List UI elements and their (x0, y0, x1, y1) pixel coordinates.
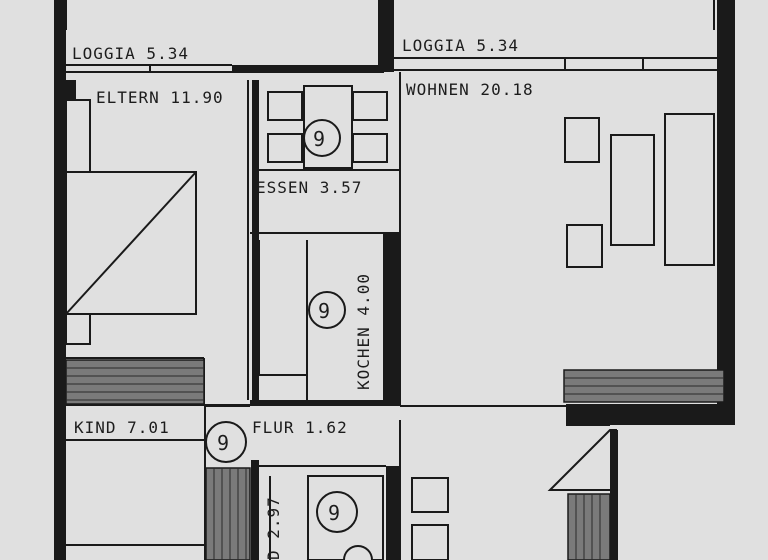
marker-number: 9 (328, 501, 342, 525)
wall (66, 80, 76, 100)
wall (252, 80, 259, 400)
wall (717, 0, 735, 425)
wall (232, 65, 384, 73)
wall (378, 0, 394, 72)
wall (566, 404, 735, 425)
marker-circle (343, 545, 373, 560)
room-label-bad: D 2.97 (264, 496, 283, 560)
room-label-loggia-right: LOGGIA 5.34 (402, 36, 519, 55)
room-label-kind: KIND 7.01 (74, 418, 170, 437)
marker-circle (316, 491, 358, 533)
marker-circle (308, 291, 346, 329)
marker-number: 9 (217, 431, 231, 455)
wall (383, 232, 399, 406)
wall (610, 430, 618, 560)
wall (54, 0, 66, 560)
wall (386, 466, 400, 560)
room-label-essen: ESSEN 3.57 (256, 178, 363, 197)
room-label-wohnen: WOHNEN 20.18 (406, 80, 534, 99)
marker-circle (303, 119, 341, 157)
wall (250, 400, 400, 406)
room-label-kochen: KOCHEN 4.00 (354, 273, 373, 390)
room-label-eltern: ELTERN 11.90 (96, 88, 224, 107)
marker-circle (205, 421, 247, 463)
marker-number: 9 (313, 127, 327, 151)
wall (251, 460, 259, 560)
room-label-loggia-left: LOGGIA 5.34 (72, 44, 189, 63)
room-label-flur: FLUR 1.62 (252, 418, 348, 437)
marker-number: 9 (318, 299, 332, 323)
